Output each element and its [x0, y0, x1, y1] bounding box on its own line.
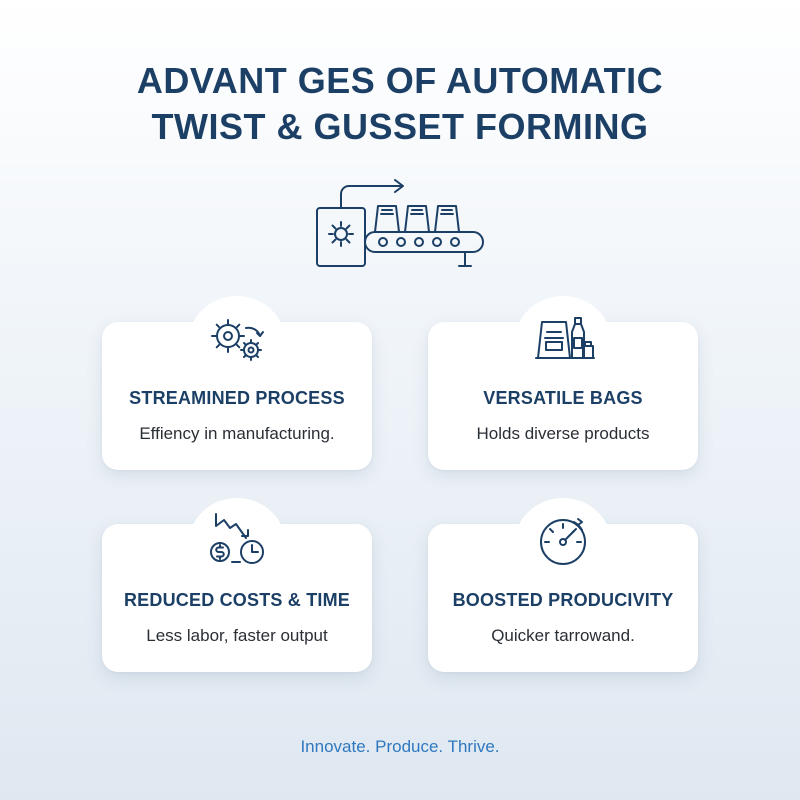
- card-reduced-costs: REDUCED COSTS & TIME Less labor, faster …: [102, 498, 372, 672]
- speedometer-icon: [528, 510, 598, 572]
- title-line-2: TWIST & GUSSET FORMING: [151, 106, 649, 147]
- card-description: Less labor, faster output: [146, 626, 328, 645]
- tagline: Innovate. Produce. Thrive.: [300, 737, 500, 756]
- card-boosted-productivity: BOOSTED PRODUCIVITY Quicker tarrowand.: [428, 498, 698, 672]
- card-description: Holds diverse products: [476, 424, 650, 443]
- card-description: Effiency in manufacturing.: [139, 424, 335, 443]
- card-heading: BOOSTED PRODUCIVITY: [452, 590, 674, 610]
- card-streamlined-process: STREAMINED PROCESS Effiency in manufactu…: [102, 296, 372, 470]
- card-description: Quicker tarrowand.: [491, 626, 635, 645]
- page-title: ADVANT GES OF AUTOMATIC TWIST & GUSSET F…: [0, 58, 800, 150]
- card-heading: STREAMINED PROCESS: [129, 388, 345, 408]
- bags-bottles-icon: [528, 308, 598, 370]
- card-versatile-bags: VERSATILE BAGS Holds diverse products: [428, 296, 698, 470]
- gears-icon: [202, 308, 272, 370]
- title-line-1: ADVANT GES OF AUTOMATIC: [136, 60, 664, 101]
- conveyor-machine-icon: [305, 172, 495, 272]
- card-heading: VERSATILE BAGS: [483, 388, 643, 408]
- cost-clock-icon: [202, 510, 272, 572]
- card-heading: REDUCED COSTS & TIME: [123, 590, 350, 610]
